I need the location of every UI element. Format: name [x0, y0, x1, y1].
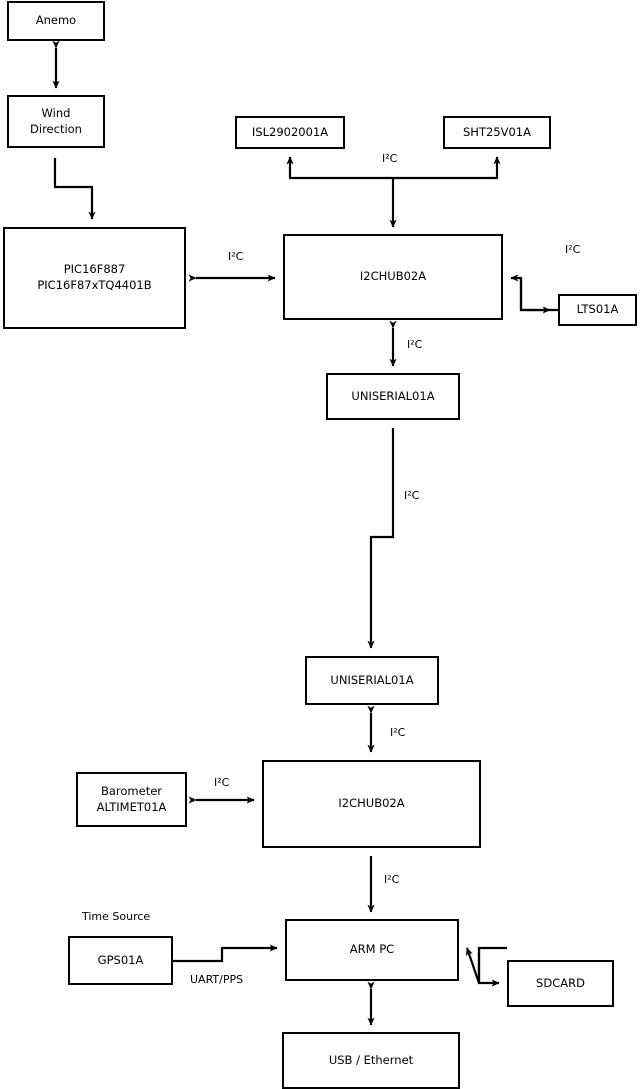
edge-bus-to-isl: [286, 156, 393, 180]
node-sht25v01a-label: SHT25V01A: [463, 124, 531, 139]
node-sdcard-label: SDCARD: [536, 975, 585, 990]
edge-armpc-sdcard: [477, 948, 500, 987]
edge-lts-to-hubtop: [510, 274, 558, 312]
edge-hubtop-to-lts: [519, 278, 551, 314]
node-i2chub02a-bottom-label: I2CHUB02A: [338, 796, 405, 811]
edge-label-uniserial-hubbot: I²C: [390, 726, 406, 739]
edge-label-sensor-bus: I²C: [382, 152, 398, 165]
node-gps01a[interactable]: GPS01A: [68, 936, 173, 985]
edge-wind-pic: [53, 158, 96, 220]
node-anemo[interactable]: Anemo: [7, 1, 105, 41]
edge-bus-to-sht: [393, 156, 501, 180]
node-uniserial01a-lower[interactable]: UNISERIAL01A: [305, 656, 439, 705]
node-i2chub02a-bottom[interactable]: I2CHUB02A: [262, 760, 481, 848]
edge-sdcard-armpc: [465, 946, 507, 984]
node-usb-ethernet[interactable]: USB / Ethernet: [282, 1032, 460, 1089]
node-uniserial01a-upper-label: UNISERIAL01A: [351, 388, 435, 403]
edge-label-pic-hub: I²C: [228, 250, 244, 263]
edge-uniserial-link: [367, 428, 395, 649]
node-i2chub02a-top-label: I2CHUB02A: [359, 269, 427, 284]
time-source-label: Time Source: [82, 910, 151, 923]
edge-gps-armpc: [173, 944, 278, 963]
edge-label-baro-hub: I²C: [214, 776, 230, 789]
node-uniserial01a-lower-label: UNISERIAL01A: [330, 672, 414, 687]
edge-label-uniserial-link: I²C: [404, 489, 420, 502]
node-arm-pc[interactable]: ARM PC: [285, 919, 459, 981]
edge-label-hub-lts: I²C: [565, 243, 581, 256]
node-sht25v01a[interactable]: SHT25V01A: [443, 116, 551, 149]
node-anemo-label: Anemo: [35, 13, 77, 28]
node-uniserial01a-upper[interactable]: UNISERIAL01A: [326, 373, 460, 420]
edge-label-hub-uniserial: I²C: [407, 338, 423, 351]
node-usb-ethernet-label: USB / Ethernet: [328, 1052, 414, 1067]
node-i2chub02a-top[interactable]: I2CHUB02A: [283, 234, 503, 320]
edge-label-hubbot-arm: I²C: [384, 873, 400, 886]
node-isl2902001a[interactable]: ISL2902001A: [235, 116, 345, 149]
node-lts01a-label: LTS01A: [576, 302, 619, 317]
node-lts01a[interactable]: LTS01A: [558, 294, 637, 326]
node-gps01a-label: GPS01A: [97, 952, 144, 967]
node-sdcard[interactable]: SDCARD: [507, 960, 614, 1007]
edge-label-gps-arm: UART/PPS: [190, 973, 244, 986]
node-isl2902001a-label: ISL2902001A: [251, 124, 329, 139]
node-arm-pc-label: ARM PC: [349, 942, 395, 957]
